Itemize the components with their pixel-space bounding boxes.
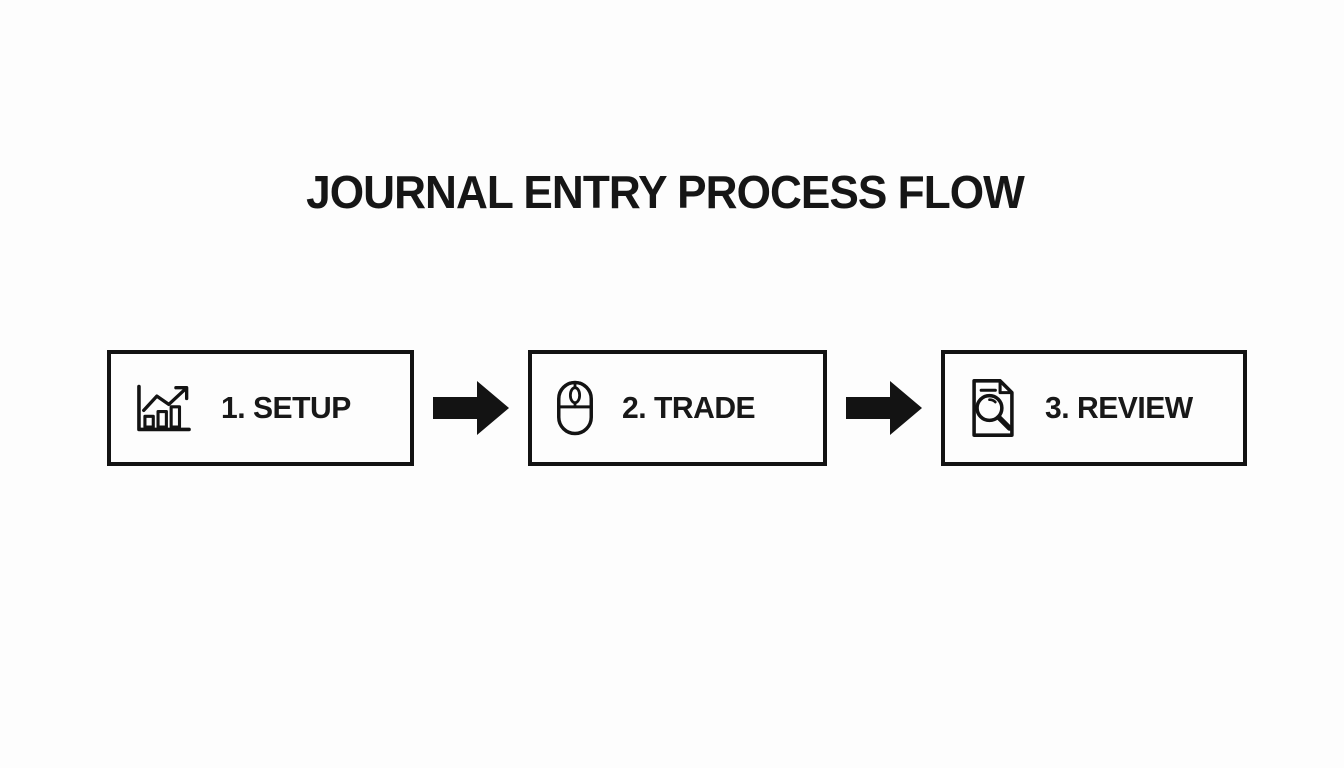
process-flow: 1. SETUP 2. TRADE xyxy=(107,350,1247,466)
arrow-right-icon xyxy=(414,379,528,437)
arrow-right-icon xyxy=(827,379,941,437)
mouse-icon xyxy=(554,379,596,437)
diagram-title: JOURNAL ENTRY PROCESS FLOW xyxy=(306,166,1025,218)
document-search-icon xyxy=(967,377,1019,439)
step-box-review: 3. REVIEW xyxy=(941,350,1247,466)
step-box-setup: 1. SETUP xyxy=(107,350,414,466)
step-box-trade: 2. TRADE xyxy=(528,350,827,466)
step-label-trade: 2. TRADE xyxy=(622,390,756,425)
chart-growth-icon xyxy=(133,379,195,437)
step-label-setup: 1. SETUP xyxy=(221,390,351,425)
step-label-review: 3. REVIEW xyxy=(1045,390,1193,425)
